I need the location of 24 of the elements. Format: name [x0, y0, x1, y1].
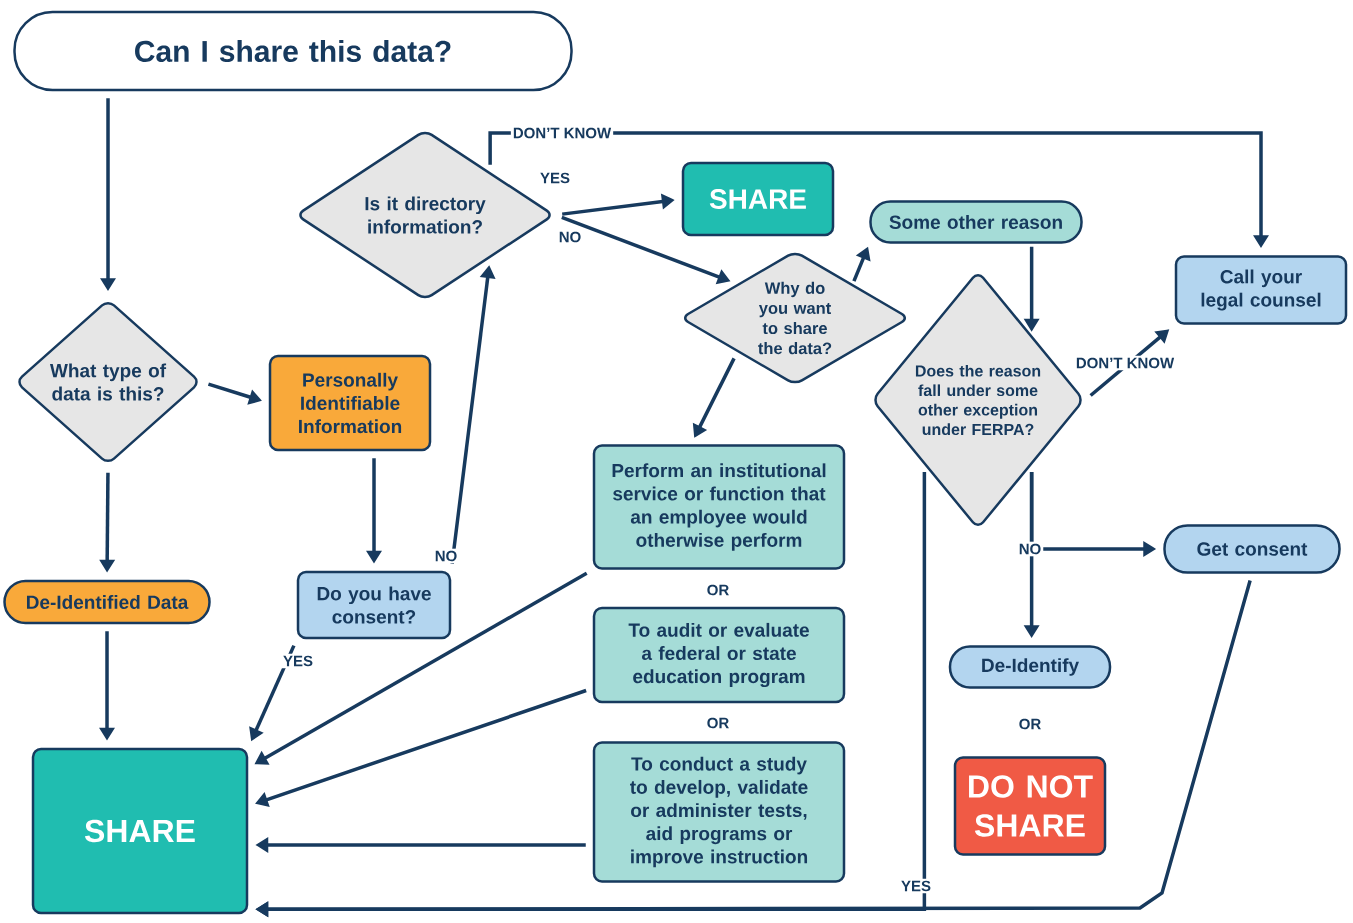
process-box: To conduct a study to develop, validate or administer tests, aid programs or improve instruction	[592, 741, 846, 883]
process-box: Perform an institutional service or function that an employee would otherwise perform	[592, 444, 846, 570]
edge-label: YES	[281, 653, 315, 669]
or-label: OR	[1019, 718, 1041, 730]
or-label: OR	[707, 584, 729, 596]
process-box: Get consent	[1163, 524, 1341, 574]
title-box: Can I share this data?	[13, 10, 573, 92]
process-box: Some other reason	[869, 200, 1083, 244]
edge-label: NO	[432, 548, 460, 564]
edge-label: DON’T KNOW	[510, 125, 614, 141]
result-box: SHARE	[681, 161, 835, 237]
process-box: De-Identified Data	[3, 579, 211, 625]
result-box: DO NOT SHARE	[953, 756, 1107, 856]
or-label: OR	[707, 717, 729, 729]
process-box: De-Identify	[948, 645, 1112, 689]
edge-label: YES	[899, 878, 933, 894]
process-box: Call your legal counsel	[1174, 255, 1348, 325]
edge-label: NO	[1016, 541, 1044, 557]
process-box: Personally Identifiable Information	[268, 354, 432, 452]
edge-label: DON’T KNOW	[1073, 355, 1177, 371]
process-box: Do you have consent?	[296, 570, 452, 640]
edge-label: NO	[556, 229, 584, 245]
process-box: To audit or evaluate a federal or state education program	[592, 606, 846, 704]
result-box: SHARE	[31, 747, 249, 915]
